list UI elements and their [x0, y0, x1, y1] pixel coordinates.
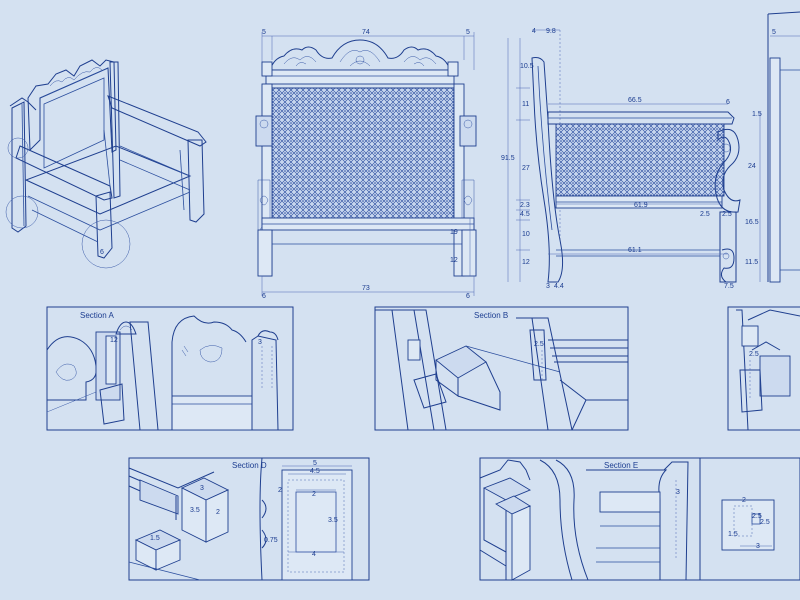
section-d-dim-4: 4: [312, 551, 316, 558]
front-dim-19: 19: [450, 229, 458, 236]
side-dim-top-4: 4: [532, 28, 536, 35]
rear-partial-view: 5: [767, 11, 800, 283]
section-c-dim-2-5: 2.5: [749, 351, 759, 358]
side-dim-foot-3: 3: [546, 283, 550, 290]
section-e-dim-3b: 3: [756, 543, 760, 550]
side-dim-4-5: 4.5: [520, 211, 530, 218]
section-b-title: Section B: [474, 311, 508, 320]
side-dim-1-5: 1.5: [752, 111, 762, 118]
section-e-dim-3: 3: [676, 489, 680, 496]
section-d-dim-3-5b: 3.5: [328, 517, 338, 524]
section-b-dim-2-5: 2.5: [534, 341, 544, 348]
front-dim-12: 12: [450, 257, 458, 264]
section-d-dim-4-5: 4.5: [310, 468, 320, 475]
section-b-panel: Section B 2.5: [374, 306, 629, 431]
side-dim-27: 27: [522, 165, 530, 172]
section-e-dim-2: 2: [742, 497, 746, 504]
section-d-dim-2b: 2: [312, 491, 316, 498]
side-dim-91-5: 91.5: [501, 155, 515, 162]
side-dim-11: 11: [522, 101, 529, 108]
section-d-title: Section D: [232, 461, 267, 470]
side-elevation: 4 9.8 10.5 11 27 2.3 4.5 10 12 91.5: [501, 28, 762, 290]
side-dim-foot-4-4: 4.4: [554, 283, 564, 290]
front-dim-bottom: 73: [362, 285, 370, 292]
side-dim-24: 24: [748, 163, 756, 170]
front-dim-right-top: 5: [466, 29, 470, 36]
side-dim-16-5: 16.5: [745, 219, 759, 226]
section-e-dim-1-5: 1.5: [728, 531, 738, 538]
side-dim-61-1: 61.1: [628, 247, 642, 254]
side-dim-61-9: 61.9: [634, 202, 648, 209]
side-dim-10: 10: [522, 231, 530, 238]
section-d-dim-1-5: 1.5: [150, 535, 160, 542]
side-dim-10-5: 10.5: [520, 63, 534, 70]
section-d-dim-5: 5: [313, 460, 317, 467]
section-d-dim-2c: 2: [278, 487, 282, 494]
section-d-dim-2a: 2: [216, 509, 220, 516]
section-d-panel: Section D 3 3.5 2 1.5 5 4.5 2 3.5 2 4: [128, 457, 370, 581]
front-dim-left-bottom: 6: [262, 293, 266, 300]
section-a-panel: Section A 12 3: [46, 306, 294, 431]
section-a-dim-3: 3: [258, 339, 262, 346]
section-d-dim-3-5a: 3.5: [190, 507, 200, 514]
front-dim-right-bottom: 6: [466, 293, 470, 300]
front-dim-left-top: 5: [262, 29, 266, 36]
section-a-dim-12: 12: [110, 337, 118, 344]
section-c-panel: 2.5: [727, 306, 800, 431]
isometric-chair-view: 6: [5, 59, 207, 269]
section-a-title: Section A: [80, 311, 114, 320]
side-dim-rail-2-5b: 2.5: [722, 211, 732, 218]
front-dim-top: 74: [362, 29, 370, 36]
side-dim-66-5: 66.5: [628, 97, 642, 104]
section-e-dim-2-5b: 2.5: [760, 519, 770, 526]
side-dim-top-9-8: 9.8: [546, 28, 556, 35]
side-dim-rail-2-5a: 2.5: [700, 211, 710, 218]
side-dim-11-5: 11.5: [745, 259, 758, 266]
side-dim-12: 12: [522, 259, 530, 266]
section-e-title: Section E: [604, 461, 638, 470]
iso-label-6: 6: [100, 249, 104, 256]
section-e-panel: Section E 3 2 2.5 2.5 1.5 3: [479, 457, 800, 581]
side-dim-right-6: 6: [726, 99, 730, 106]
section-e-dim-2-5a: 2.5: [752, 513, 762, 520]
front-elevation: 74 5 5: [255, 29, 477, 300]
section-d-dim-0-75: 0.75: [264, 537, 278, 544]
side-dim-2-3: 2.3: [520, 202, 530, 209]
side-dim-foot-7-5: 7.5: [724, 283, 734, 290]
section-d-dim-3-top: 3: [200, 485, 204, 492]
rear-dim-5: 5: [772, 29, 776, 36]
